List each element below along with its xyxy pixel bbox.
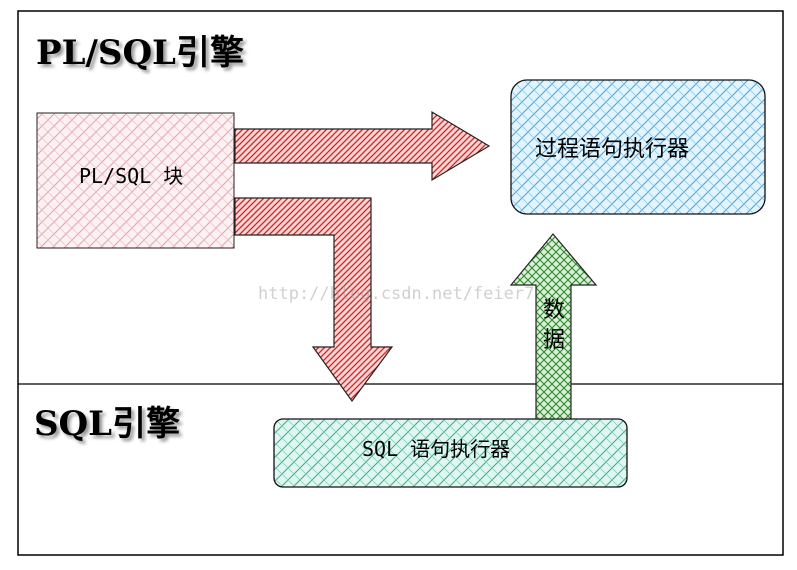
- data-arrow-label-char: 据: [542, 328, 565, 353]
- procedural-executor-label: 过程语句执行器: [535, 137, 690, 162]
- pl-sql-engine-title: PL/SQL引擎: [36, 33, 244, 73]
- data-arrow-label: 数 据: [542, 296, 566, 356]
- procedural-executor-box: [510, 79, 766, 215]
- arrow-block-to-procedural: [234, 110, 491, 182]
- watermark: http://blog.csdn.net/feier7: [258, 284, 535, 304]
- pl-sql-block-box: [36, 112, 235, 249]
- data-arrow: [509, 233, 598, 420]
- sql-engine-title: SQL引擎: [34, 404, 181, 444]
- data-arrow-label-char: 数: [542, 298, 565, 323]
- sql-executor-label: SQL 语句执行器: [362, 437, 511, 461]
- pl-sql-block-label: PL/SQL 块: [79, 164, 184, 188]
- arrow-block-to-sql-engine: [234, 197, 394, 403]
- sql-executor-box: [273, 418, 628, 488]
